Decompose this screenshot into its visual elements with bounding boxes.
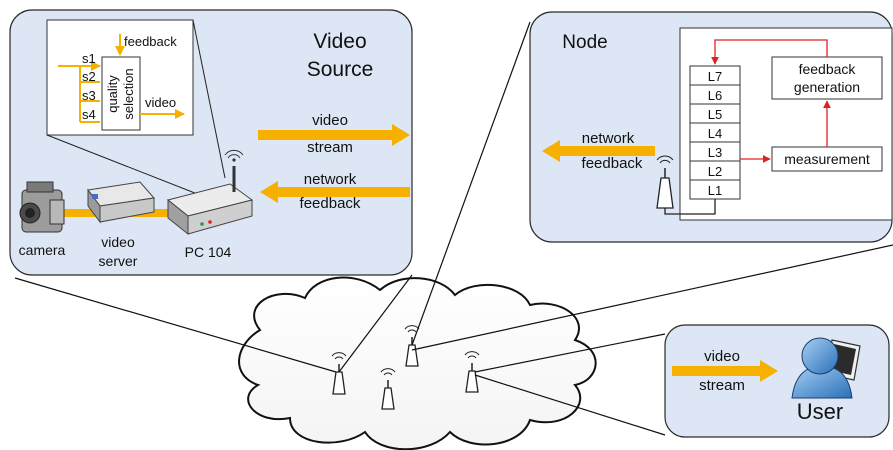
source-feedback-label-line1: network bbox=[304, 171, 357, 188]
video-server-label-line2: server bbox=[99, 253, 138, 269]
video-server-icon bbox=[87, 181, 155, 224]
feedback-generation-box bbox=[771, 56, 883, 100]
layer-l6: L6 bbox=[708, 88, 722, 103]
node-title: Node bbox=[562, 32, 607, 53]
user-video-stream-arrow: video stream bbox=[672, 348, 778, 394]
layer-l4: L4 bbox=[708, 126, 722, 141]
source-feedback-label-line2: feedback bbox=[300, 195, 361, 212]
node-panel: Node L7 L6 L5 L4 L3 L2 L1 feedback gener… bbox=[529, 11, 893, 243]
input-s3: s3 bbox=[82, 88, 96, 103]
feedback-loop-arrows bbox=[711, 39, 831, 163]
camera-label: camera bbox=[19, 242, 66, 258]
user-stream-label-line1: video bbox=[704, 348, 740, 365]
video-stream-label-line1: video bbox=[312, 112, 348, 129]
feedback-generation-line2: generation bbox=[794, 79, 860, 95]
quality-selection-line2: selection bbox=[121, 68, 136, 119]
layer-l3: L3 bbox=[708, 145, 722, 160]
inset-feedback-label: feedback bbox=[124, 34, 177, 49]
layer-l5: L5 bbox=[708, 107, 722, 122]
antenna-icon bbox=[464, 351, 480, 393]
node-feedback-label-line2: feedback bbox=[582, 155, 643, 172]
measurement-label: measurement bbox=[784, 151, 870, 167]
quality-selection-block bbox=[101, 56, 141, 131]
user-stream-label-line2: stream bbox=[699, 377, 745, 394]
input-s4: s4 bbox=[82, 107, 96, 122]
protocol-layer-stack: L7 L6 L5 L4 L3 L2 L1 bbox=[689, 65, 741, 200]
video-source-title-line2: Source bbox=[307, 58, 374, 81]
user-icon bbox=[791, 337, 861, 399]
pc104-icon bbox=[166, 149, 254, 236]
quality-selection-line1: quality bbox=[105, 75, 120, 113]
connector-lines bbox=[14, 21, 893, 436]
inset-video-label: video bbox=[145, 95, 176, 110]
input-s1: s1 bbox=[82, 51, 96, 66]
video-source-title-line1: Video bbox=[313, 30, 366, 53]
input-s2: s2 bbox=[82, 69, 96, 84]
layer-l7: L7 bbox=[708, 69, 722, 84]
user-label: User bbox=[797, 399, 843, 424]
layer-l1: L1 bbox=[708, 183, 722, 198]
video-stream-label-line2: stream bbox=[307, 139, 353, 156]
node-feedback-label-line1: network bbox=[582, 130, 635, 147]
antenna-icon bbox=[656, 155, 674, 209]
video-server-label-line1: video bbox=[101, 234, 135, 250]
node-network-feedback-arrow: network feedback bbox=[542, 130, 655, 172]
camera-icon bbox=[19, 181, 65, 233]
layer-l2: L2 bbox=[708, 164, 722, 179]
antenna-icon bbox=[331, 352, 347, 395]
pc104-label: PC 104 bbox=[185, 244, 232, 260]
video-stream-arrow: video stream bbox=[258, 112, 410, 156]
network-feedback-arrow-left: network feedback bbox=[260, 171, 410, 212]
quality-selection-inset: feedback quality selection s1 s2 s3 s4 v… bbox=[46, 19, 194, 136]
antenna-icon bbox=[380, 368, 396, 410]
user-panel: video stream User bbox=[664, 324, 890, 438]
feedback-generation-line1: feedback bbox=[799, 61, 857, 77]
video-source-panel: Video Source feedback quality selection … bbox=[9, 9, 413, 276]
